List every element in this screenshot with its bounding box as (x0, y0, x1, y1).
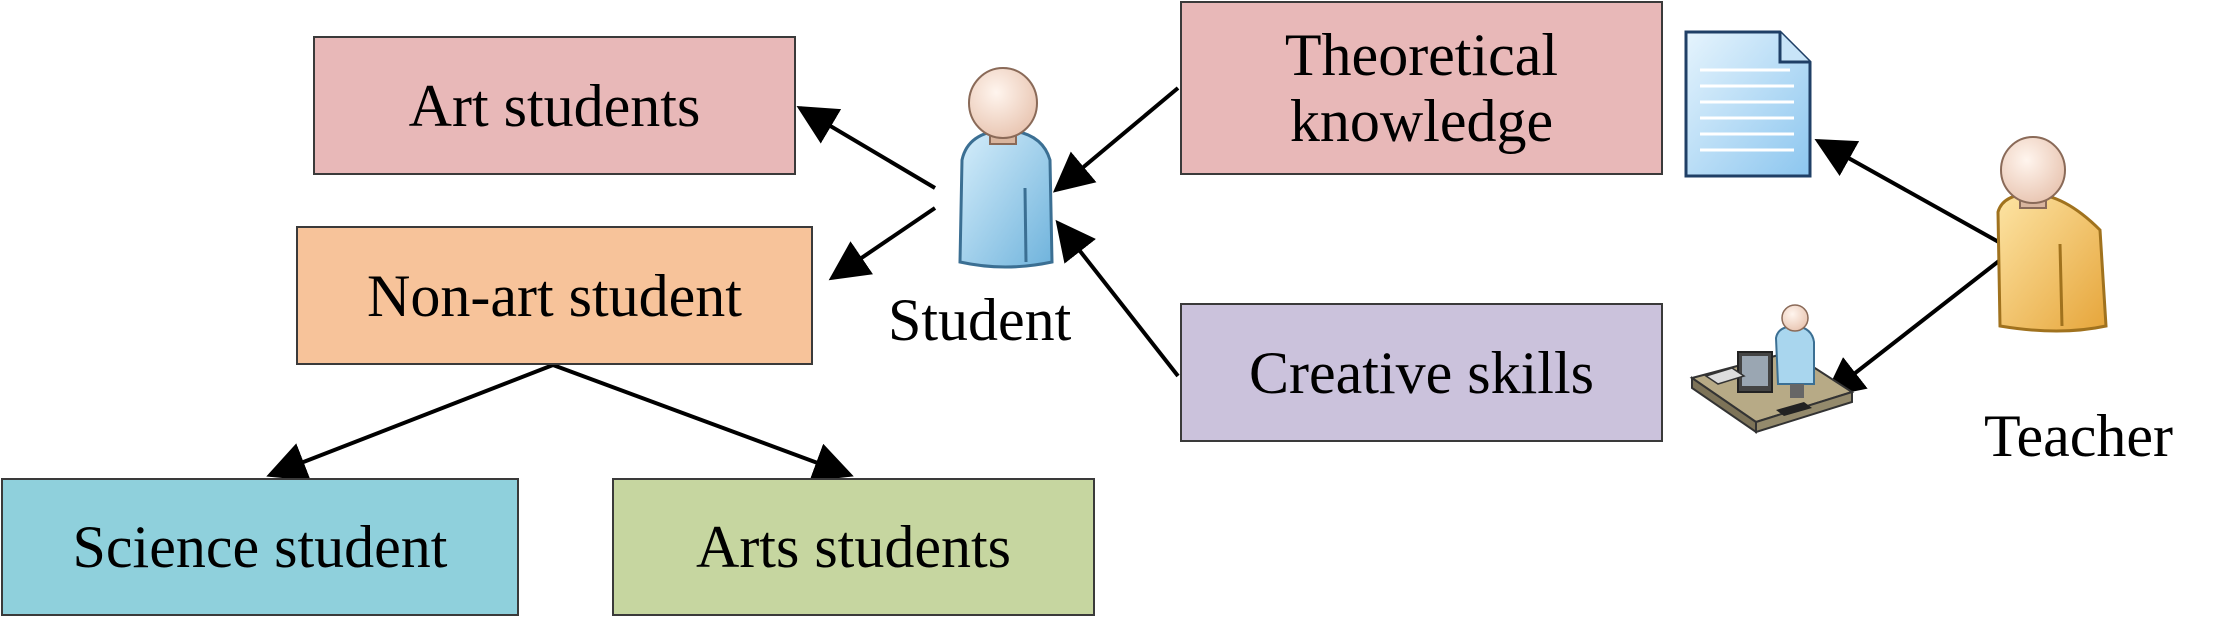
arrow-teacher-to-computer (1823, 248, 2015, 398)
student-person-icon (958, 67, 1054, 269)
art-students-label: Art students (408, 72, 701, 139)
arrow-creative-to-student (1055, 219, 1180, 378)
teacher-label: Teacher (1984, 403, 2173, 469)
science-student-label: Science student (72, 514, 448, 580)
creative-skills-label: Creative skills (1249, 339, 1594, 406)
theoretical-knowledge-box: Theoretical knowledge (1180, 1, 1663, 175)
science-student-box: Science student (1, 478, 519, 616)
arrow-theoretical-to-student (1052, 86, 1180, 193)
arrow-non-art-to-science (266, 363, 554, 481)
non-art-student-label: Non-art student (367, 262, 742, 329)
document-icon (1684, 30, 1812, 178)
computer-workstation-icon (1689, 304, 1855, 434)
arrows (266, 86, 2015, 482)
theoretical-knowledge-line1: Theoretical (1284, 22, 1559, 88)
arts-students-box: Arts students (612, 478, 1095, 616)
arrow-student-to-art-students (796, 105, 937, 190)
student-label: Student (888, 287, 1072, 353)
creative-skills-box: Creative skills (1180, 303, 1663, 442)
arrow-student-to-non-art (828, 206, 937, 281)
teacher-person-icon (1996, 136, 2108, 333)
arrow-teacher-to-document (1814, 139, 2014, 252)
arts-students-label: Arts students (696, 514, 1011, 580)
art-students-box: Art students (313, 36, 796, 175)
non-art-student-box: Non-art student (296, 226, 813, 365)
arrow-non-art-to-arts (552, 363, 854, 482)
theoretical-knowledge-line2: knowledge (1289, 88, 1554, 154)
